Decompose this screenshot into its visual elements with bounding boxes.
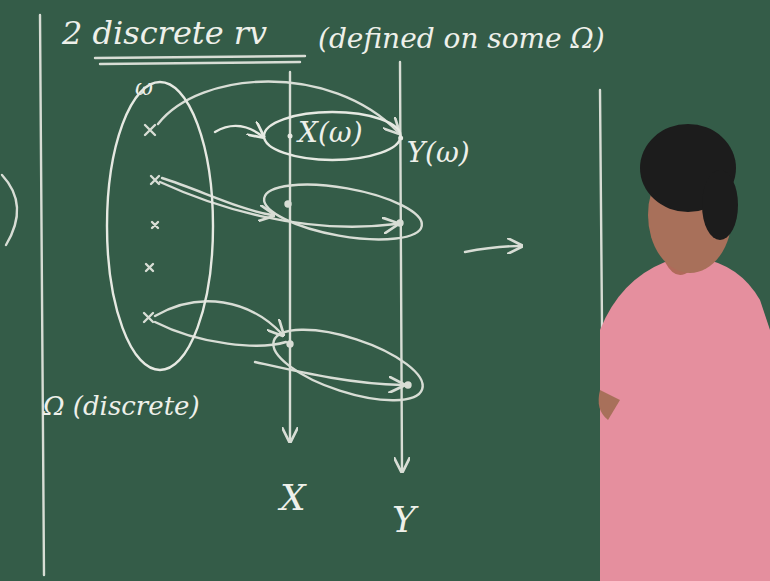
axis-label: Y [392, 500, 416, 540]
value-pair-ellipse: X(ω) Y(ω) [262, 110, 474, 169]
node-text: Y(ω) [407, 138, 470, 169]
outline [105, 80, 215, 372]
title: 2 discrete rv [62, 16, 267, 51]
node-text: X(ω) [298, 118, 363, 149]
note: (defined on some Ω) [318, 24, 605, 55]
axis-label: X [280, 478, 306, 518]
mapping-arrow [215, 126, 262, 136]
sample-space-oval: Ω (discrete) [105, 80, 215, 372]
lecturer [599, 124, 770, 581]
node-text: Ω (discrete) [43, 392, 200, 421]
